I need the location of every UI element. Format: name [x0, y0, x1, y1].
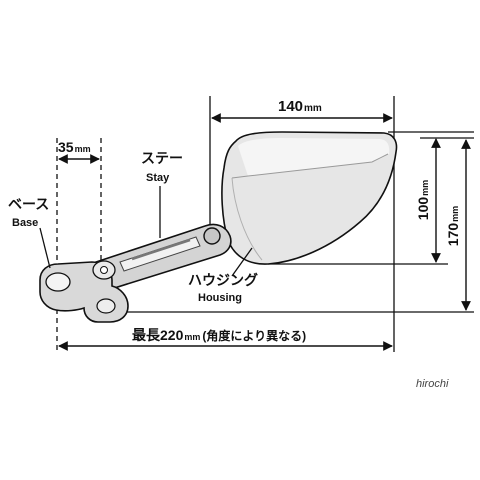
- dimension-140-label: 140mm: [278, 98, 322, 115]
- dimension-170-label: 170mm: [445, 206, 461, 246]
- dimension-35-label: 35mm: [58, 139, 91, 155]
- leader-line-base: [39, 227, 51, 269]
- housing-label-en: Housing: [198, 292, 242, 304]
- base-label-en: Base: [12, 217, 38, 229]
- stay-label-en: Stay: [146, 172, 170, 184]
- base-mount: [39, 260, 129, 323]
- dimension-overall-label: 最長220mm(角度により異なる): [132, 327, 306, 343]
- stay-arm: [88, 223, 232, 291]
- mirror-housing: [221, 131, 398, 265]
- stay-label-jp: ステー: [141, 151, 183, 167]
- dimension-100-label: 100mm: [415, 180, 431, 220]
- watermark: hirochi: [416, 378, 449, 390]
- leader-line-housing: [231, 247, 253, 277]
- housing-label-jp: ハウジング: [188, 272, 258, 289]
- base-label-jp: ベース: [8, 197, 49, 213]
